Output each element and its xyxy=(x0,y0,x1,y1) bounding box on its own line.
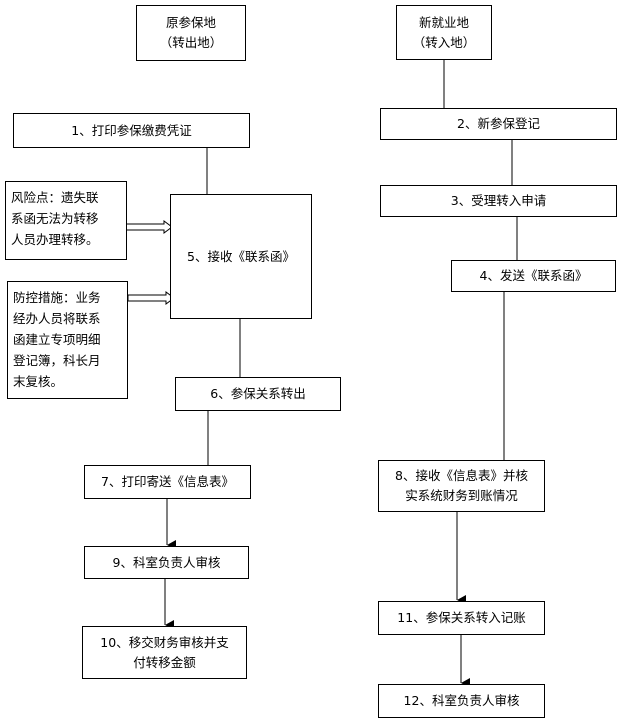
step11-label: 11、参保关系转入记账 xyxy=(397,610,526,625)
step1-box: 1、打印参保缴费凭证 xyxy=(13,113,250,148)
step4-label: 4、发送《联系函》 xyxy=(479,268,588,283)
arrow-risk-to-step5 xyxy=(125,220,173,234)
step10-label-line2: 付转移金额 xyxy=(133,654,196,670)
step1-label: 1、打印参保缴费凭证 xyxy=(71,122,192,138)
control-note-line1: 防控措施：业务 xyxy=(13,290,101,305)
step3-box: 3、受理转入申请 xyxy=(380,185,617,217)
step5-box: 5、接收《联系函》 xyxy=(170,194,312,319)
step6-box: 6、参保关系转出 xyxy=(175,377,341,411)
control-note-line5: 末复核。 xyxy=(13,374,64,389)
step6-label: 6、参保关系转出 xyxy=(210,386,306,401)
step8-label-line2: 实系统财务到账情况 xyxy=(405,488,518,503)
step3-label: 3、受理转入申请 xyxy=(450,193,547,208)
step2-box: 2、新参保登记 xyxy=(380,108,617,140)
step8-label-line1: 8、接收《信息表》并核 xyxy=(395,468,528,483)
step7-box: 7、打印寄送《信息表》 xyxy=(84,465,251,499)
step11-box: 11、参保关系转入记账 xyxy=(378,601,545,635)
risk-note-line3: 人员办理转移。 xyxy=(11,232,99,247)
risk-note-line2: 系函无法为转移 xyxy=(11,211,99,226)
step5-label: 5、接收《联系函》 xyxy=(187,248,295,264)
step10-label-line1: 10、移交财务审核并支 xyxy=(100,634,229,650)
step12-box: 12、科室负责人审核 xyxy=(378,684,545,718)
control-note-box: 防控措施：业务 经办人员将联系 函建立专项明细 登记簿，科长月 末复核。 xyxy=(7,281,128,399)
arrow-control-to-step5 xyxy=(127,291,175,305)
control-note-line3: 函建立专项明细 xyxy=(13,332,101,347)
control-note-line2: 经办人员将联系 xyxy=(13,311,101,326)
step10-box: 10、移交财务审核并支 付转移金额 xyxy=(82,626,247,679)
step8-box: 8、接收《信息表》并核 实系统财务到账情况 xyxy=(378,460,545,512)
risk-note-box: 风险点：遗失联 系函无法为转移 人员办理转移。 xyxy=(5,181,127,260)
step7-label: 7、打印寄送《信息表》 xyxy=(101,474,234,489)
step9-label: 9、科室负责人审核 xyxy=(112,554,221,570)
destination-title: 新就业地 xyxy=(418,14,469,30)
step2-label: 2、新参保登记 xyxy=(457,116,540,131)
step9-box: 9、科室负责人审核 xyxy=(84,546,249,579)
step12-label: 12、科室负责人审核 xyxy=(403,693,520,708)
control-note-line4: 登记簿，科长月 xyxy=(13,353,101,368)
origin-box: 原参保地 （转出地） xyxy=(136,5,246,61)
destination-subtitle: （转入地） xyxy=(412,34,476,50)
destination-box: 新就业地 （转入地） xyxy=(396,5,492,60)
risk-note-line1: 风险点：遗失联 xyxy=(11,190,99,205)
origin-title: 原参保地 xyxy=(165,15,216,30)
origin-subtitle: （转出地） xyxy=(159,35,223,50)
step4-box: 4、发送《联系函》 xyxy=(451,260,616,292)
